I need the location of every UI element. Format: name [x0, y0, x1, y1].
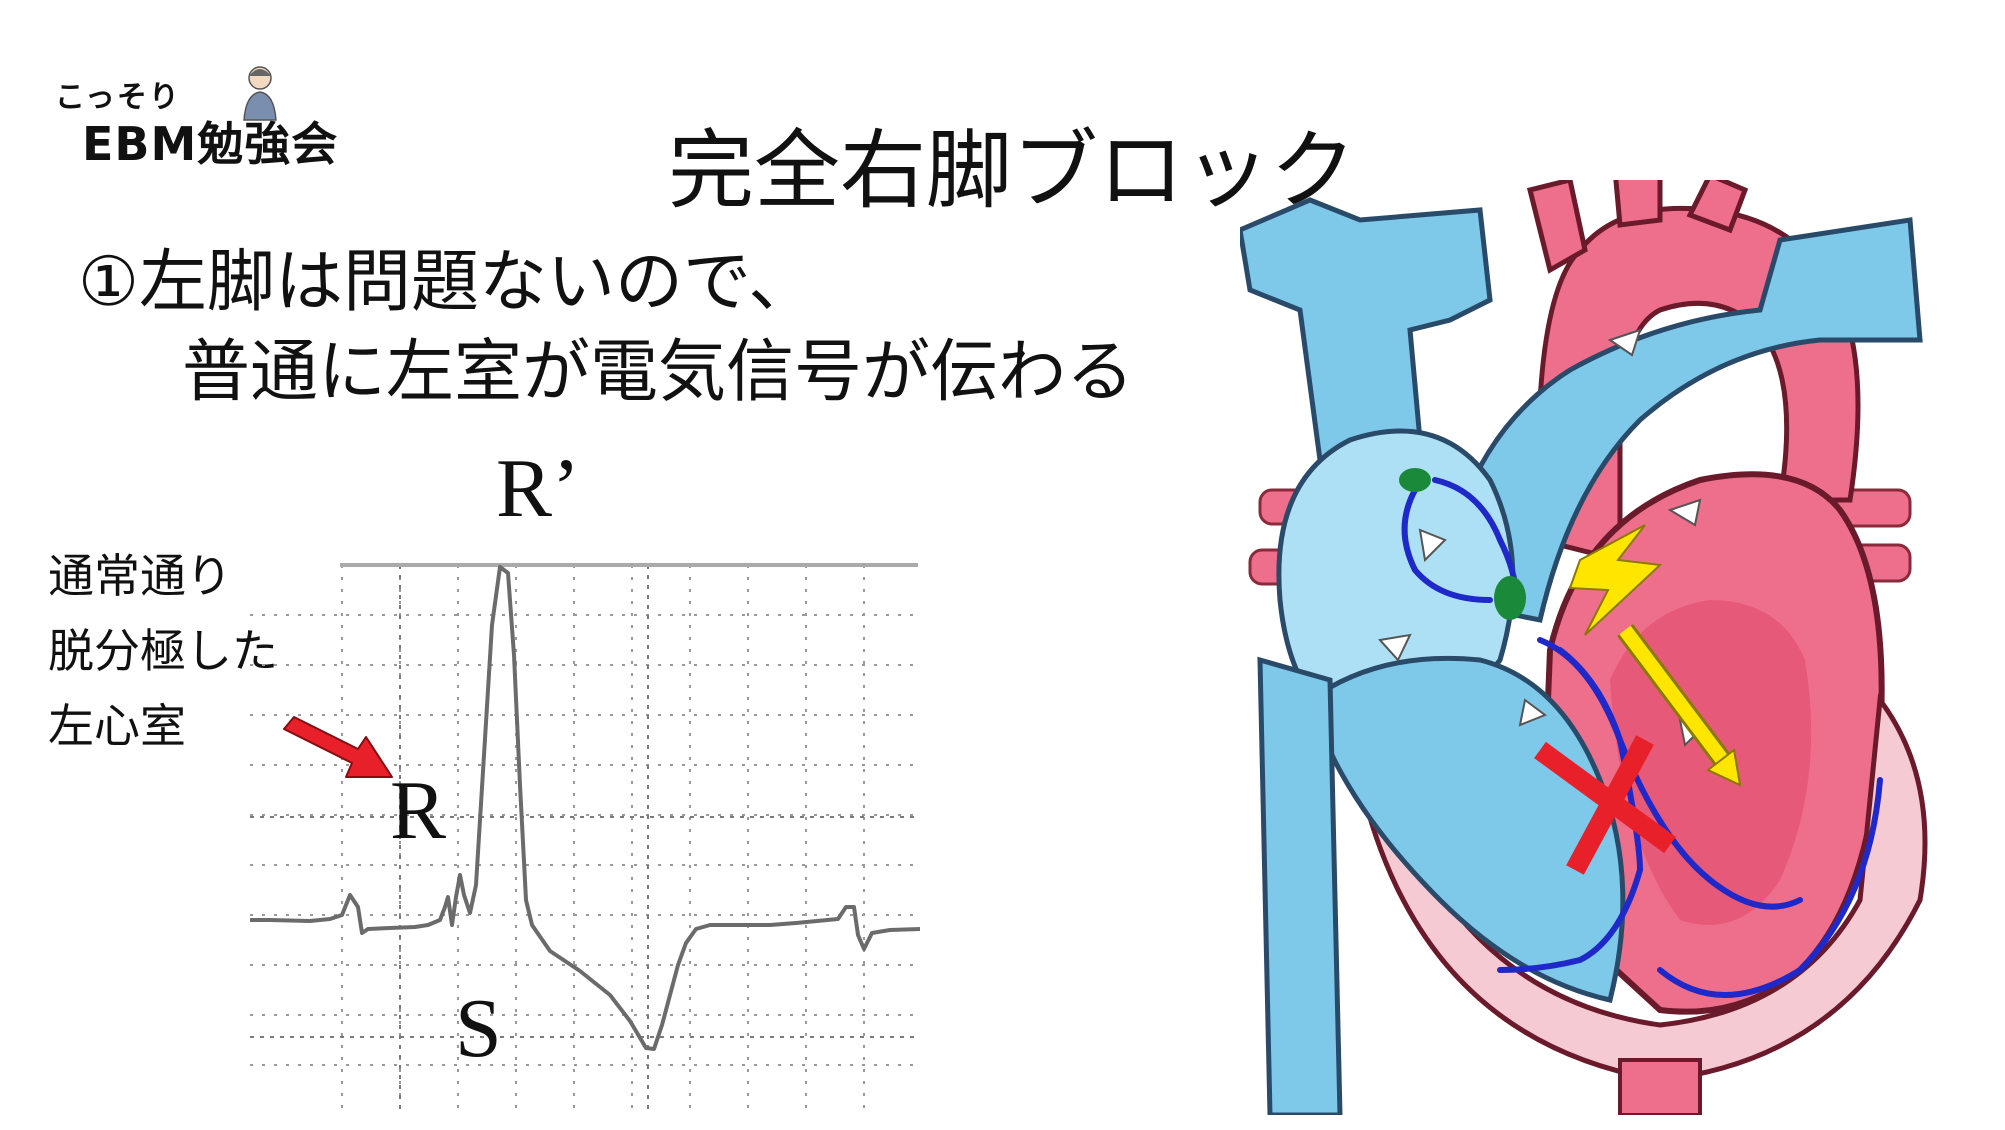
side-note-line-1: 通常通り — [48, 549, 232, 603]
block-x-icon — [1534, 735, 1676, 875]
ecg-grid-major — [250, 565, 920, 1110]
sa-node — [1399, 468, 1431, 492]
point-line-1: ①左脚は問題ないので、 — [78, 243, 817, 322]
logo-subtitle: こっそり — [55, 80, 181, 115]
pointer-arrow-icon — [283, 716, 393, 778]
label-r-prime: R’ — [496, 442, 580, 535]
double-arrow-icon — [1617, 624, 1742, 787]
aortic-branches — [1526, 180, 1749, 274]
point-line-2: 普通に左室が電気信号が伝わる — [182, 333, 1135, 412]
ecg-grid — [250, 565, 920, 1110]
logo-title: EBM勉強会 — [82, 117, 339, 171]
descending-aorta — [1618, 1058, 1702, 1115]
page-title: 完全右脚ブロック — [668, 121, 1356, 221]
inferior-vena-cava — [1257, 656, 1343, 1115]
av-node — [1494, 576, 1526, 620]
pulmonary-artery — [1437, 217, 1923, 623]
side-note-line-2: 脱分極した — [48, 624, 278, 678]
ecg-strip — [250, 563, 920, 1110]
lightning-bolt-icon — [1568, 524, 1663, 636]
heart-outer-wall — [1355, 693, 1928, 1083]
heart-diagram — [1240, 180, 1928, 1115]
label-r: R — [390, 764, 447, 857]
presenter-avatar-icon — [243, 66, 277, 121]
label-s: S — [455, 982, 502, 1075]
ecg-trace — [250, 565, 920, 1051]
superior-vena-cava — [1240, 197, 1493, 463]
side-note-line-3: 左心室 — [48, 699, 186, 753]
